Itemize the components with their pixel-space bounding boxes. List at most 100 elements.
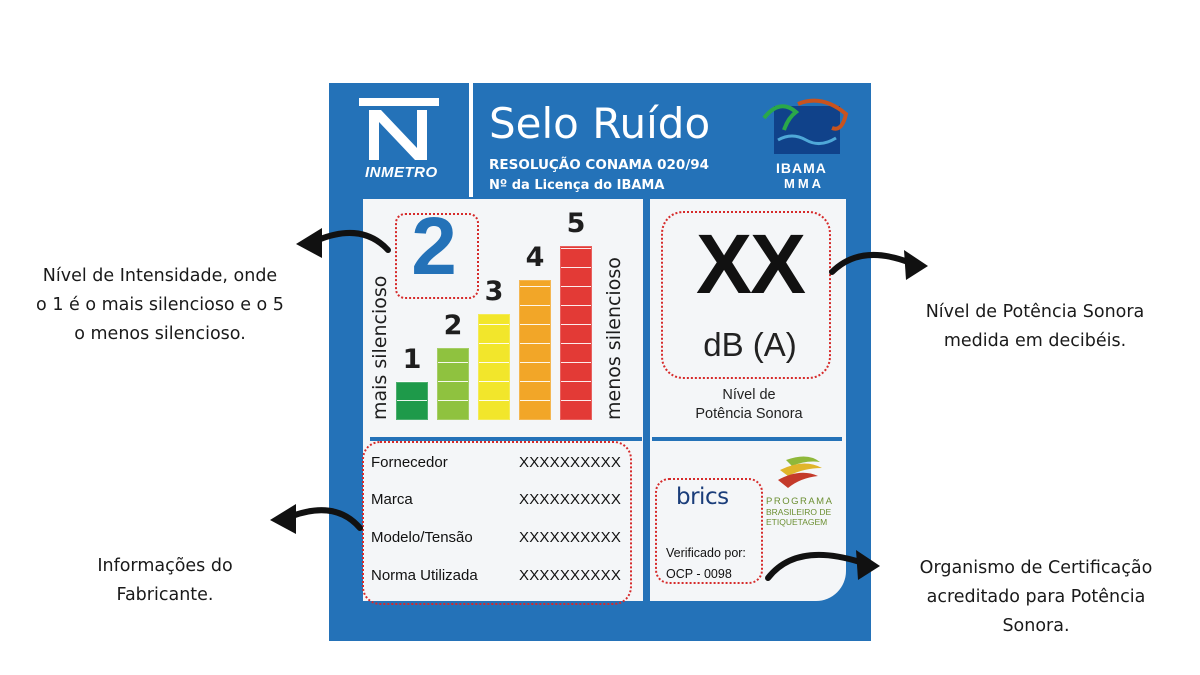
power-caption-2: Potência Sonora [695, 406, 803, 422]
bar-segment-line [520, 343, 550, 344]
annotation-cert-line-1: Organismo de Certificação [919, 558, 1153, 578]
pbe-text-2: BRASILEIRO DE [766, 507, 832, 517]
annotation-cert: Organismo de Certificação acreditado par… [886, 554, 1186, 641]
header-divider [469, 83, 473, 197]
info-row-brand: Marca XXXXXXXXXX [371, 491, 631, 508]
pbe-text-1: PROGRAMA [766, 496, 834, 507]
level-bar-label: 3 [484, 276, 504, 307]
level-bar-3 [478, 314, 510, 420]
bar-segment-line [561, 381, 591, 382]
level-bar-label: 4 [525, 242, 545, 273]
annotation-level-line-2: o 1 é o mais silencioso e o 5 [36, 295, 284, 315]
bar-segment-line [479, 362, 509, 363]
info-label: Modelo/Tensão [371, 529, 473, 546]
bar-segment-line [561, 248, 591, 249]
annotation-power-line-2: medida em decibéis. [943, 331, 1127, 351]
bar-segment-line [561, 343, 591, 344]
bar-segment-line [520, 400, 550, 401]
annotation-power: Nível de Potência Sonora medida em decib… [890, 298, 1180, 356]
bar-segment-line [397, 381, 427, 382]
annotation-cert-line-2: acreditado para Potência [926, 587, 1146, 607]
annotation-maker: Informações do Fabricante. [40, 552, 290, 610]
arrow-to-level [315, 230, 391, 253]
info-row-standard: Norma Utilizada XXXXXXXXXX [371, 567, 631, 584]
power-value: XX [695, 217, 806, 311]
ibama-logo: IBAMA MMA [762, 96, 852, 192]
bar-segment-line [520, 381, 550, 382]
pbe-logo: PROGRAMA BRASILEIRO DE ETIQUETAGEM [762, 452, 838, 532]
annotation-level-line-3: o menos silencioso. [74, 324, 246, 344]
info-label: Norma Utilizada [371, 567, 478, 584]
verified-by-text: Verificado por: [666, 546, 746, 560]
panel-divider-right [652, 437, 842, 441]
bar-segment-line [479, 400, 509, 401]
power-caption-1: Nível de [722, 387, 776, 403]
arrowhead-left-icon [270, 504, 296, 534]
arrowhead-left-icon [296, 228, 322, 258]
arrowhead-right-icon [904, 250, 928, 280]
level-bar-1 [396, 381, 428, 420]
info-value: XXXXXXXXXX [519, 491, 622, 508]
arrow-to-maker [289, 507, 363, 531]
bar-segment-line [561, 286, 591, 287]
ibama-emblem-icon [762, 98, 849, 154]
inmetro-text: INMETRO [365, 164, 438, 181]
bar-segment-line [479, 343, 509, 344]
inmetro-logo: INMETRO [359, 98, 439, 184]
bar-segment-line [561, 362, 591, 363]
bar-segment-line [438, 381, 468, 382]
annotation-level: Nível de Intensidade, onde o 1 é o mais … [10, 262, 310, 349]
annotation-maker-line-2: Fabricante. [116, 585, 214, 605]
seal-title: Selo Ruído [489, 99, 711, 148]
bar-segment-line [520, 286, 550, 287]
annotation-cert-line-3: Sonora. [1002, 616, 1070, 636]
annotation-maker-line-1: Informações do [97, 556, 233, 576]
info-label: Fornecedor [371, 454, 448, 471]
info-highlight-box [362, 441, 632, 605]
license-text: Nº da Licença do IBAMA [489, 178, 665, 193]
panel-divider-left [370, 437, 642, 441]
mma-text: MMA [784, 176, 825, 191]
info-row-supplier: Fornecedor XXXXXXXXXX [371, 454, 631, 471]
level-bar-4 [519, 280, 551, 420]
arrow-to-power [829, 251, 911, 275]
power-unit: dB (A) [703, 326, 797, 363]
annotation-power-line-1: Nível de Potência Sonora [925, 302, 1145, 322]
bar-segment-line [438, 400, 468, 401]
bar-segment-line [561, 305, 591, 306]
level-highlight-box [395, 213, 479, 299]
brics-logo: brics [676, 484, 729, 510]
bar-segment-line [438, 362, 468, 363]
bar-segment-line [397, 400, 427, 401]
bar-segment-line [520, 305, 550, 306]
level-bar-label: 2 [443, 310, 463, 341]
level-value: 2 [411, 201, 457, 292]
arrow-to-cert [765, 551, 863, 581]
arrowhead-right-icon [856, 550, 880, 580]
bar-segment-line [479, 381, 509, 382]
pbe-emblem-icon [778, 456, 822, 488]
info-value: XXXXXXXXXX [519, 567, 622, 584]
level-bar-5 [560, 246, 592, 420]
info-value: XXXXXXXXXX [519, 454, 622, 471]
info-label: Marca [371, 491, 413, 508]
resolution-text: RESOLUÇÃO CONAMA 020/94 [489, 157, 710, 173]
info-row-model: Modelo/Tensão XXXXXXXXXX [371, 529, 631, 546]
bar-segment-line [561, 324, 591, 325]
cert-highlight-box [655, 478, 763, 584]
bar-segment-line [561, 400, 591, 401]
ocp-code: OCP - 0098 [666, 567, 732, 581]
level-bar-2 [437, 348, 469, 420]
info-value: XXXXXXXXXX [519, 529, 622, 546]
level-bar-label: 5 [566, 208, 586, 239]
power-highlight-box [661, 211, 831, 379]
level-bar-label: 1 [402, 344, 422, 375]
bar-segment-line [479, 324, 509, 325]
power-panel [650, 199, 846, 601]
ibama-text: IBAMA [776, 160, 827, 176]
inmetro-n-icon [359, 98, 439, 160]
pbe-text-3: ETIQUETAGEM [766, 517, 828, 527]
bar-segment-line [561, 267, 591, 268]
